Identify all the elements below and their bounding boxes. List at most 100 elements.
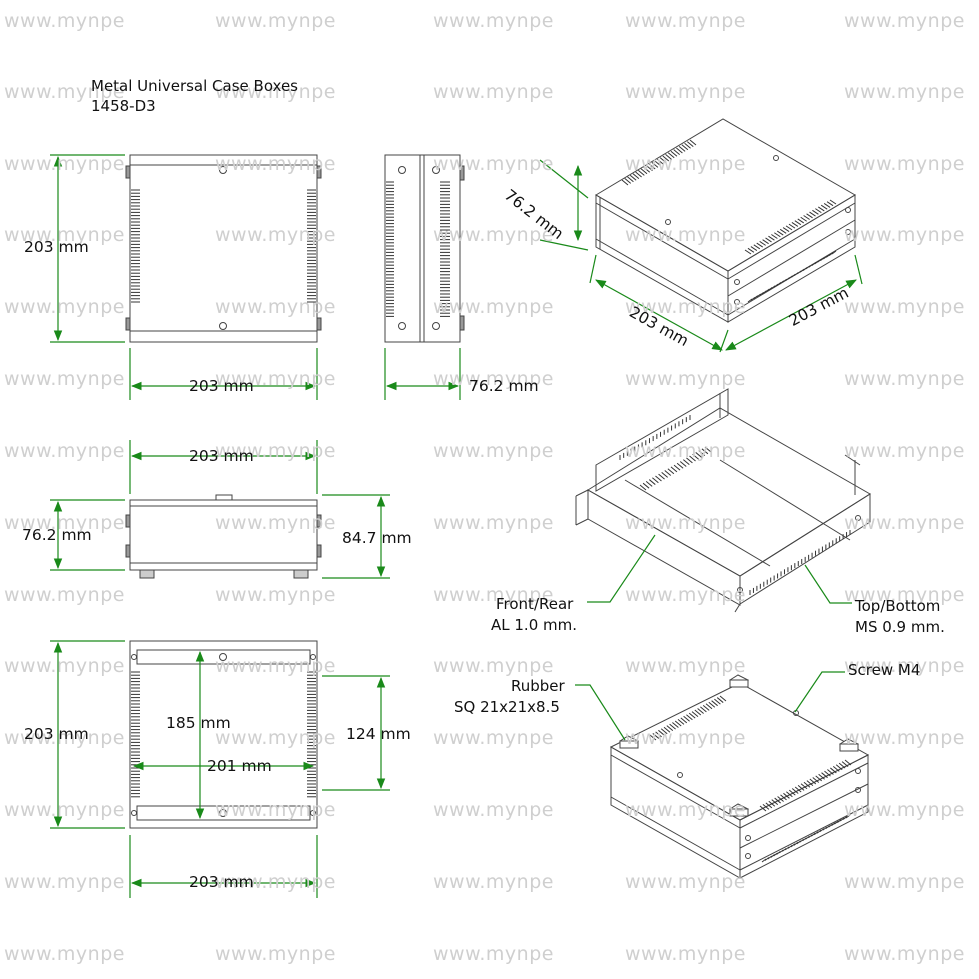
watermark-text: www.mynpe <box>215 655 336 677</box>
vent-slot <box>779 849 784 854</box>
vent-slot <box>782 227 790 233</box>
vent-slot <box>817 206 825 212</box>
watermark-text: www.mynpe <box>433 584 554 606</box>
vent-slot <box>802 837 807 842</box>
watermark-text: www.mynpe <box>4 296 125 318</box>
vent-slot <box>670 466 678 473</box>
vent-slot <box>702 704 710 711</box>
vent-slot <box>774 232 781 238</box>
vent-slot <box>770 854 775 858</box>
watermark-text: www.mynpe <box>625 584 746 606</box>
vent-slot <box>756 242 764 248</box>
watermark-text: www.mynpe <box>433 224 554 246</box>
dim-front-width: 203 mm <box>189 377 254 395</box>
vent-slot <box>657 158 664 165</box>
watermark-text: www.mynpe <box>433 655 554 677</box>
vent-slot <box>627 176 634 183</box>
watermark-text: www.mynpe <box>433 799 554 821</box>
vent-slot <box>705 703 713 710</box>
vent-slot <box>637 170 645 176</box>
watermark-text: www.mynpe <box>433 10 554 32</box>
watermark-text: www.mynpe <box>215 81 336 103</box>
vent-slot <box>806 780 814 787</box>
vent-slot <box>676 462 684 469</box>
watermark-text: www.mynpe <box>433 727 554 749</box>
vent-slot <box>845 814 851 819</box>
watermark-text: www.mynpe <box>215 368 336 390</box>
vent-slot <box>813 831 819 836</box>
vent-slot <box>815 775 823 782</box>
vent-slot <box>828 823 833 828</box>
vent-slot <box>776 851 781 855</box>
watermark-text: www.mynpe <box>4 943 125 965</box>
vent-slot <box>646 165 653 171</box>
vent-slot <box>794 786 802 793</box>
vent-slot <box>688 712 696 719</box>
vent-slot <box>683 459 690 466</box>
vent-slot <box>776 230 784 236</box>
vent-slot <box>655 475 662 482</box>
vent-slot <box>642 482 650 489</box>
watermark-text: www.mynpe <box>433 871 554 893</box>
vent-slot <box>667 468 675 475</box>
vent-slot <box>815 208 822 214</box>
vent-slot <box>700 706 707 713</box>
watermark-text: www.mynpe <box>844 727 965 749</box>
vent-slot <box>648 163 656 170</box>
watermark-text: www.mynpe <box>625 871 746 893</box>
vent-slot <box>659 157 667 163</box>
vent-slot <box>797 784 805 791</box>
vent-slot <box>829 199 837 205</box>
callout-top-bottom-thickness: MS 0.9 mm. <box>855 618 945 636</box>
vent-slot <box>810 832 816 837</box>
vent-slot <box>823 203 831 208</box>
vent-slot <box>624 178 632 184</box>
vent-slot <box>777 796 784 802</box>
watermark-text: www.mynpe <box>215 799 336 821</box>
vent-slot <box>681 144 689 151</box>
iso-open-box <box>575 388 871 613</box>
dim-inner-length: 185 mm <box>166 714 231 732</box>
vent-slot <box>838 762 846 769</box>
callout-top-bottom-material: Top/Bottom <box>855 597 941 615</box>
vent-slot <box>643 166 651 173</box>
vent-slot <box>673 464 681 471</box>
rubber-foot-icon <box>728 674 750 688</box>
watermark-text: www.mynpe <box>625 153 746 175</box>
dim-side-height: 76.2 mm <box>22 526 92 544</box>
watermark-text: www.mynpe <box>625 81 746 103</box>
vent-slot <box>826 201 834 207</box>
vent-slot <box>835 764 843 771</box>
front-view <box>125 154 322 343</box>
watermark-text: www.mynpe <box>433 368 554 390</box>
vent-slot <box>788 789 796 796</box>
watermark-text: www.mynpe <box>4 153 125 175</box>
vent-slot <box>791 788 799 794</box>
vent-slot <box>665 154 672 160</box>
vent-slot <box>800 783 808 790</box>
watermark-text: www.mynpe <box>4 368 125 390</box>
dim-inner-width: 201 mm <box>207 757 272 775</box>
vent-slot <box>812 777 820 783</box>
vent-slot <box>664 470 672 476</box>
vent-slot <box>831 250 837 255</box>
watermark-text: www.mynpe <box>625 727 746 749</box>
vent-slot <box>831 822 836 826</box>
vent-slot <box>667 152 675 159</box>
drawing-title: Metal Universal Case Boxes 1458-D3 <box>91 76 298 116</box>
vent-slot <box>678 146 686 152</box>
vent-slot <box>686 714 693 721</box>
vent-slot <box>790 843 796 848</box>
watermark-text: www.mynpe <box>844 440 965 462</box>
vent-slot <box>669 723 676 730</box>
vent-slot <box>832 765 840 772</box>
vent-slot <box>805 835 810 840</box>
vent-slot <box>783 792 790 799</box>
watermark-text: www.mynpe <box>844 368 965 390</box>
vent-slot <box>677 719 685 725</box>
watermark-text: www.mynpe <box>4 799 125 821</box>
vent-slot <box>774 797 781 804</box>
watermark-text: www.mynpe <box>215 871 336 893</box>
vent-slot <box>765 237 772 243</box>
vent-slot <box>679 461 687 467</box>
